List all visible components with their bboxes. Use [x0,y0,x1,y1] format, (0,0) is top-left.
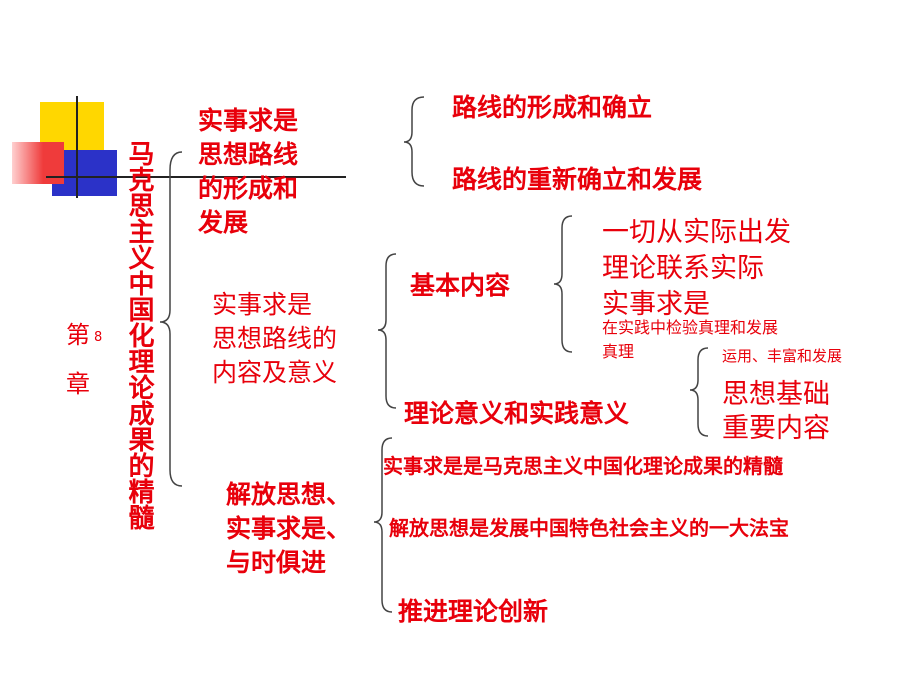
basic-small-line: 在实践中检验真理和发展 [602,318,779,337]
content-title-line: 内容及意义 [212,358,338,387]
formation-item: 路线的重新确立和发展 [452,165,703,194]
basic-item: 理论联系实际 [602,253,764,284]
emancipation-title-line: 与时俱进 [226,548,327,577]
chapter-label-bottom: 章 [66,370,90,398]
emancipation-title: 解放思想、 实事求是、 与时俱进 [226,478,351,580]
content-bracket [377,253,397,409]
main-title: 马克思主义中国化理论成果的精髓 [124,140,154,530]
formation-bracket [403,96,425,187]
significance-small: 运用、丰富和发展 [722,347,843,365]
formation-title: 实事求是 思想路线 的形成和 发展 [198,104,298,240]
chapter-label-top: 第 [66,321,90,349]
content-title: 实事求是 思想路线的 内容及意义 [212,288,337,390]
basic-item: 一切从实际出发 [602,217,791,248]
emancipation-bracket [373,437,393,613]
formation-title-line: 的形成和 [198,174,299,203]
emancipation-item: 推进理论创新 [398,597,549,626]
formation-title-line: 发展 [198,208,249,237]
emancipation-item: 实事求是是马克思主义中国化理论成果的精髓 [383,454,783,478]
basic-item: 实事求是 [602,289,710,320]
emancipation-title-line: 解放思想、 [226,480,352,509]
basic-content-label: 基本内容 [410,271,511,300]
decor-horizontal-rule [46,176,346,178]
main-bracket [159,151,183,487]
emancipation-title-line: 实事求是、 [226,514,352,543]
formation-item: 路线的形成和确立 [452,93,653,122]
content-title-line: 实事求是 [212,290,313,319]
content-title-line: 思想路线的 [212,324,338,353]
emancipation-item: 解放思想是发展中国特色社会主义的一大法宝 [389,516,789,540]
chapter-number-mark: 8 [94,330,103,345]
significance-label: 理论意义和实践意义 [404,399,630,428]
significance-bracket [689,347,709,437]
basic-small-line: 真理 [602,342,635,361]
significance-item: 重要内容 [722,413,830,444]
decor-vertical-rule [76,96,78,198]
formation-title-line: 实事求是 [198,106,299,135]
basic-bracket [553,215,573,353]
formation-title-line: 思想路线 [198,140,299,169]
significance-item: 思想基础 [722,379,830,410]
